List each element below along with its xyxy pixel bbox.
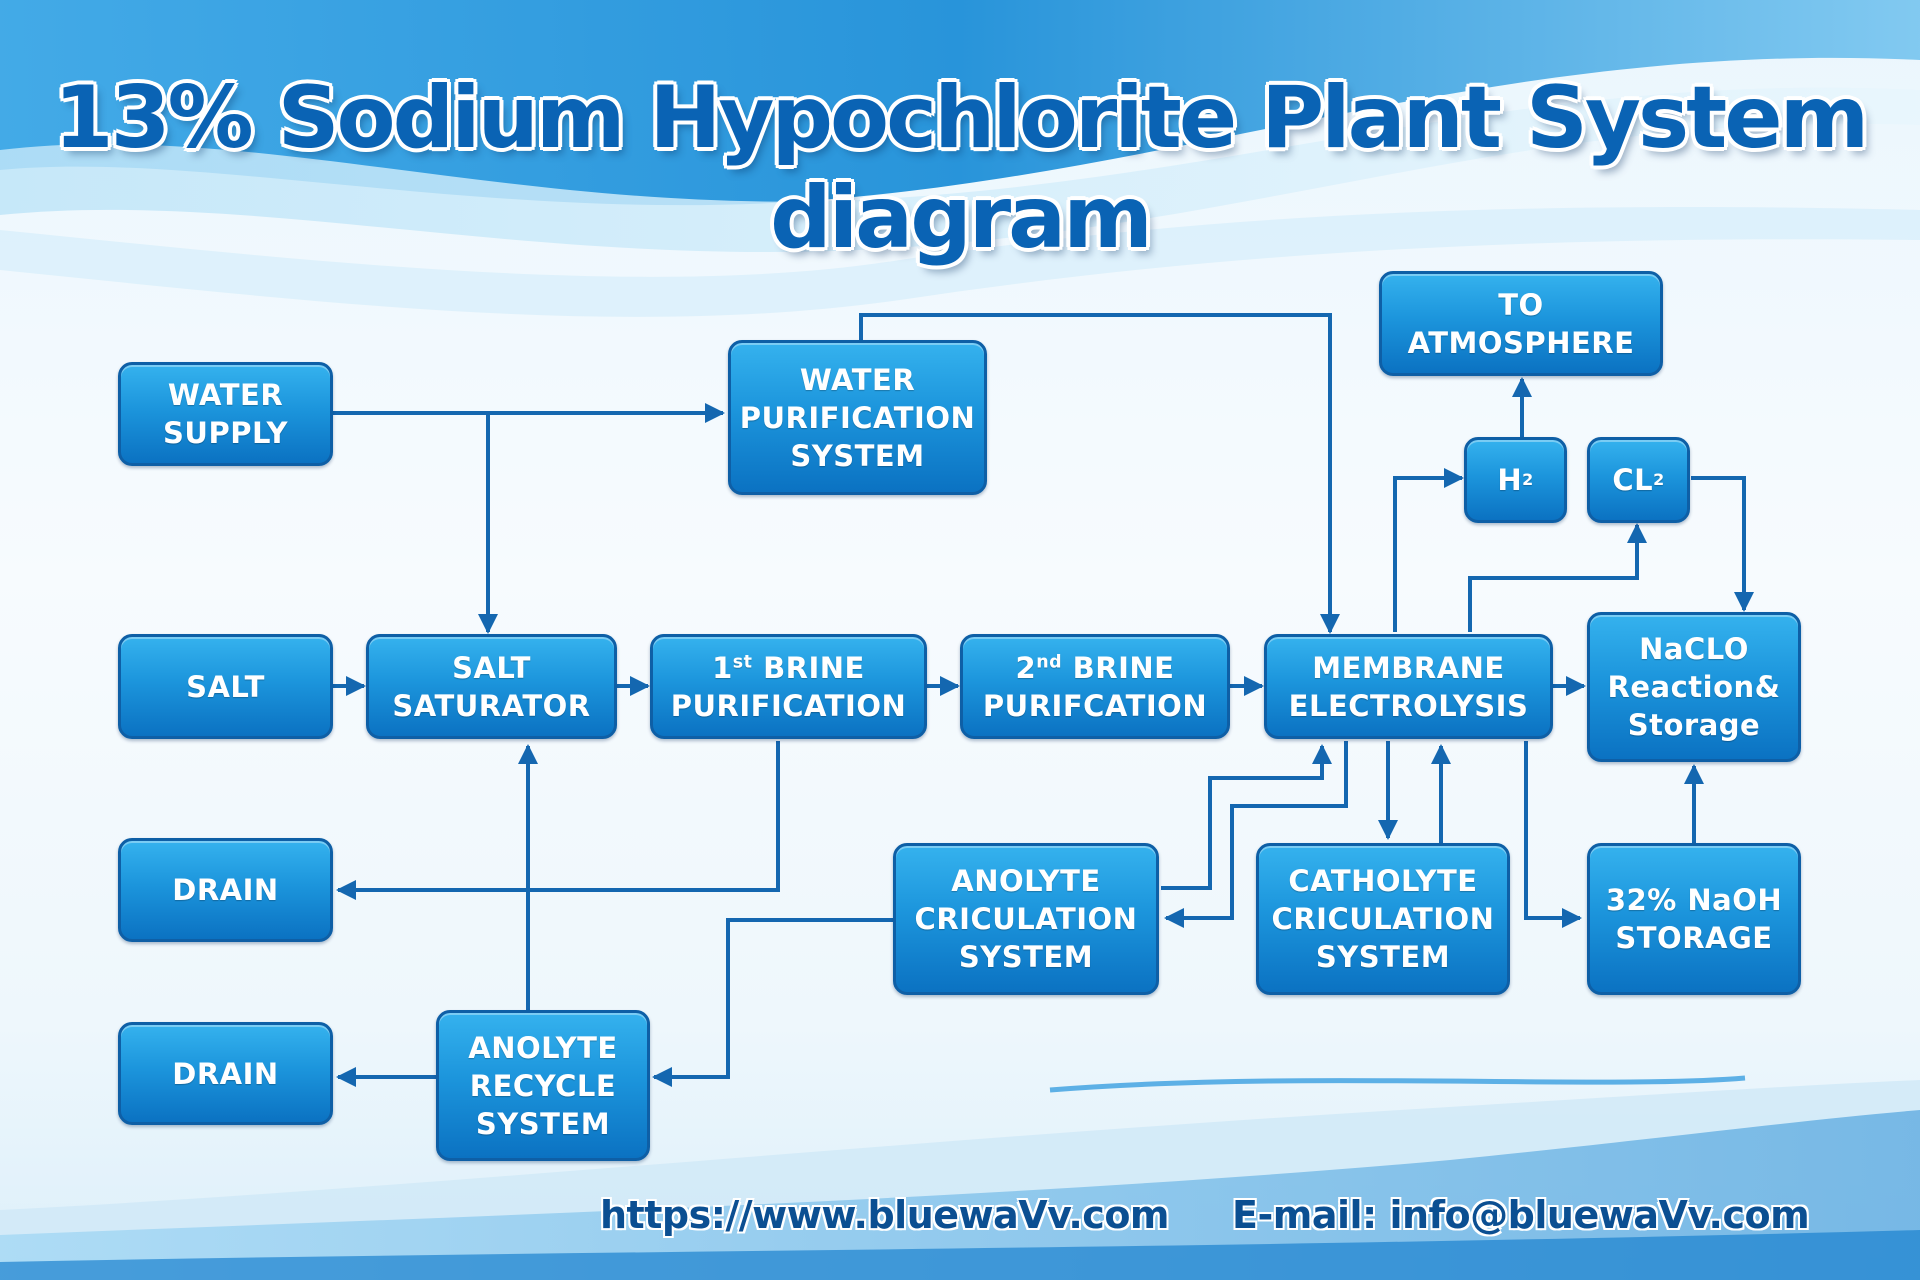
- node-anolyte-circulation-system: ANOLYTE CRICULATION SYSTEM: [893, 843, 1159, 995]
- node-water-supply: WATER SUPPLY: [118, 362, 333, 466]
- node-salt: SALT: [118, 634, 333, 739]
- node-2nd-brine-purification: 2nd BRINE PURIFCATION: [960, 634, 1230, 739]
- footer-website-link[interactable]: https://www.bluewaVv.com: [600, 1193, 1170, 1237]
- footer-email-link[interactable]: E-mail: info@bluewaVv.com: [1232, 1193, 1810, 1237]
- arrow-cl2-to-naclo: [1691, 476, 1754, 612]
- arrow-anolyte-circ-to-membrane: [1161, 744, 1332, 890]
- brine1-line2: PURIFICATION: [670, 688, 907, 723]
- node-to-atmosphere: TO ATMOSPHERE: [1379, 271, 1663, 376]
- node-membrane-electrolysis: MEMBRANE ELECTROLYSIS: [1264, 634, 1553, 739]
- node-salt-saturator: SALT SATURATOR: [366, 634, 617, 739]
- node-naclo-reaction-storage: NaCLO Reaction& Storage: [1587, 612, 1801, 762]
- arrow-membrane-to-cl2: [1468, 523, 1647, 632]
- arrow-membrane-to-naoh: [1524, 741, 1582, 928]
- arrow-anolyte-circ-to-recycle: [652, 918, 893, 1087]
- arrow-purification-to-membrane: [859, 313, 1340, 634]
- arrow-membrane-to-anolyte-circ: [1164, 741, 1348, 928]
- brine1-line1: 1st BRINE: [712, 650, 865, 685]
- node-1st-brine-purification: 1st BRINE PURIFICATION: [650, 634, 927, 739]
- node-drain-2: DRAIN: [118, 1022, 333, 1125]
- node-water-purification-system: WATER PURIFICATION SYSTEM: [728, 340, 987, 495]
- brine2-line2: PURIFCATION: [982, 688, 1208, 723]
- arrow-brine1-to-drain: [336, 741, 780, 900]
- node-anolyte-recycle-system: ANOLYTE RECYCLE SYSTEM: [436, 1010, 650, 1161]
- arrow-membrane-to-h2: [1393, 468, 1464, 632]
- diagram-title: 13% Sodium Hypochlorite Plant System dia…: [53, 68, 1869, 268]
- h2-label: H: [1497, 463, 1523, 497]
- brine2-line1: 2nd BRINE: [1015, 650, 1175, 685]
- node-drain-1: DRAIN: [118, 838, 333, 942]
- node-32-naoh-storage: 32% NaOH STORAGE: [1587, 843, 1801, 995]
- cl2-label: CL: [1612, 463, 1654, 497]
- node-catholyte-circulation-system: CATHOLYTE CRICULATION SYSTEM: [1256, 843, 1510, 995]
